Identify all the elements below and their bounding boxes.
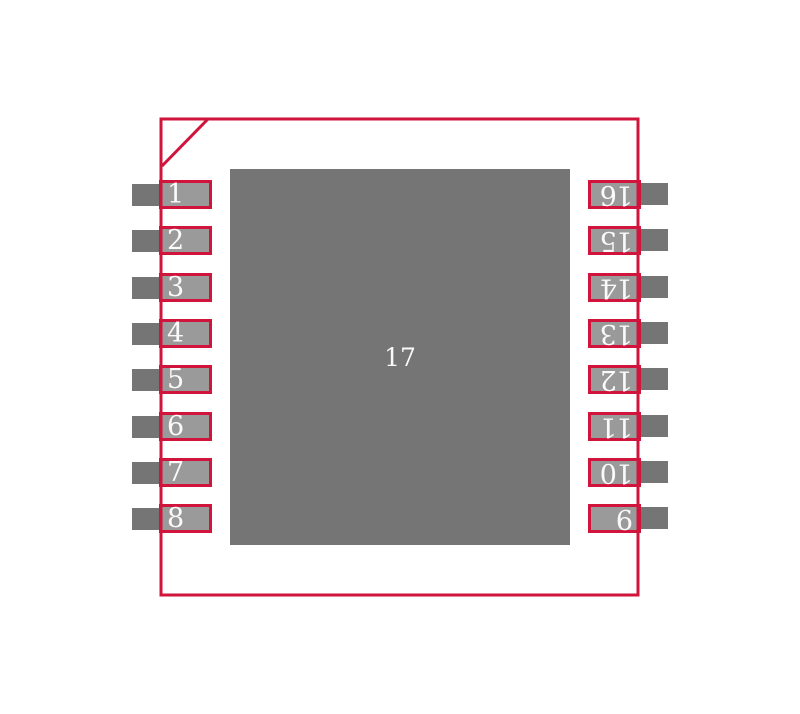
pin-15-pad-outline: 15 bbox=[588, 225, 641, 257]
pin-16-number: 16 bbox=[600, 179, 633, 211]
pin-5-pad: 5 bbox=[132, 365, 212, 394]
pin-7-number: 7 bbox=[167, 456, 184, 488]
pin-1-pad: 1 bbox=[132, 180, 212, 209]
pin-11-pad-outline: 11 bbox=[588, 411, 641, 443]
pin-6-copper-stub bbox=[132, 415, 159, 438]
pin-14-pad: 14 bbox=[588, 272, 668, 304]
pin-3-number: 3 bbox=[167, 271, 184, 303]
pin-9-pad: 9 bbox=[588, 503, 668, 535]
pin-11-pad: 11 bbox=[588, 411, 668, 443]
pin-4-pad: 4 bbox=[132, 319, 212, 348]
pin-14-copper-stub bbox=[641, 276, 668, 299]
pin-6-pad-outline: 6 bbox=[159, 412, 212, 441]
pin-1-number: 1 bbox=[167, 178, 184, 210]
pin-8-copper-stub bbox=[132, 507, 159, 530]
pin-8-number: 8 bbox=[167, 502, 184, 534]
pin-14-number: 14 bbox=[600, 272, 633, 304]
pin-9-pad-outline: 9 bbox=[588, 503, 641, 535]
pin-15-number: 15 bbox=[600, 225, 633, 257]
pin-2-pad-outline: 2 bbox=[159, 226, 212, 255]
pin-15-pad: 15 bbox=[588, 225, 668, 257]
pin-13-pad-outline: 13 bbox=[588, 318, 641, 350]
pin-15-copper-stub bbox=[641, 229, 668, 252]
pin-10-copper-stub bbox=[641, 461, 668, 484]
pin-14-pad-outline: 14 bbox=[588, 272, 641, 304]
pin-9-number: 9 bbox=[616, 503, 633, 535]
pin-12-copper-stub bbox=[641, 368, 668, 391]
pin-2-copper-stub bbox=[132, 229, 159, 252]
pin-1-copper-stub bbox=[132, 183, 159, 206]
pin-4-number: 4 bbox=[167, 317, 184, 349]
pin-11-number: 11 bbox=[600, 411, 633, 443]
pin-11-copper-stub bbox=[641, 415, 668, 438]
pin-8-pad: 8 bbox=[132, 504, 212, 533]
pin-4-pad-outline: 4 bbox=[159, 319, 212, 348]
pin-2-pad: 2 bbox=[132, 226, 212, 255]
pin-8-pad-outline: 8 bbox=[159, 504, 212, 533]
pin-13-pad: 13 bbox=[588, 318, 668, 350]
pin-13-copper-stub bbox=[641, 322, 668, 345]
pin-16-copper-stub bbox=[641, 183, 668, 206]
pin-1-chamfer-line bbox=[160, 117, 210, 168]
pin-12-pad: 12 bbox=[588, 364, 668, 396]
pin-6-pad: 6 bbox=[132, 412, 212, 441]
pin-12-number: 12 bbox=[600, 364, 633, 396]
pin-16-pad: 16 bbox=[588, 179, 668, 211]
pin-5-pad-outline: 5 bbox=[159, 365, 212, 394]
pin-16-pad-outline: 16 bbox=[588, 179, 641, 211]
pin-10-pad-outline: 10 bbox=[588, 457, 641, 489]
pin-7-copper-stub bbox=[132, 461, 159, 484]
pin-5-copper-stub bbox=[132, 368, 159, 391]
pin-7-pad-outline: 7 bbox=[159, 458, 212, 487]
pin-10-pad: 10 bbox=[588, 457, 668, 489]
pin-7-pad: 7 bbox=[132, 458, 212, 487]
pin-9-copper-stub bbox=[641, 507, 668, 530]
pin-6-number: 6 bbox=[167, 410, 184, 442]
thermal-pad-number: 17 bbox=[384, 342, 416, 372]
pin-3-copper-stub bbox=[132, 276, 159, 299]
pin-10-number: 10 bbox=[600, 457, 633, 489]
pin-1-pad-outline: 1 bbox=[159, 180, 212, 209]
pin-3-pad-outline: 3 bbox=[159, 273, 212, 302]
pin-5-number: 5 bbox=[167, 363, 184, 395]
exposed-thermal-pad: 17 bbox=[230, 169, 570, 545]
pin-3-pad: 3 bbox=[132, 273, 212, 302]
pin-12-pad-outline: 12 bbox=[588, 364, 641, 396]
pin-4-copper-stub bbox=[132, 322, 159, 345]
pin-13-number: 13 bbox=[600, 318, 633, 350]
pin-2-number: 2 bbox=[167, 224, 184, 256]
